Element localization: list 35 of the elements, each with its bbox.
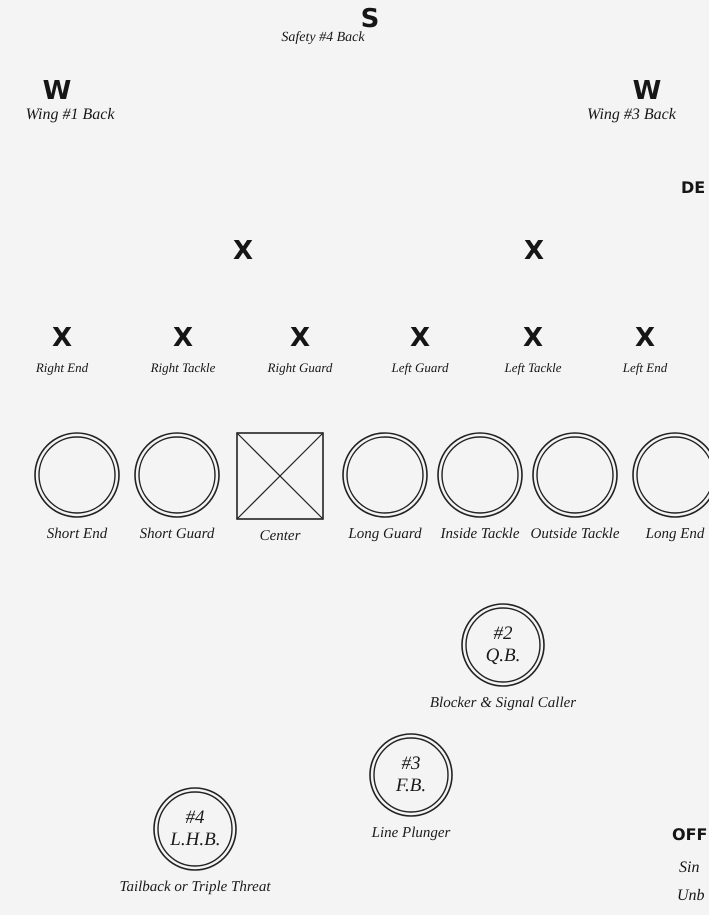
position-label: Sin [679, 858, 700, 878]
player-mark: X [634, 323, 656, 354]
position-label: Short Guard [140, 526, 214, 543]
position-label: Center [260, 528, 300, 545]
player-mark: X [410, 323, 430, 354]
position-label: Wing #3 Back [587, 105, 676, 124]
player-number: #4 L.H.B. [170, 807, 220, 851]
player-mark: X [52, 323, 72, 354]
player-number: #2 Q.B. [484, 623, 522, 667]
position-label: Right Guard [268, 360, 332, 376]
player-number: #3 F.B. [394, 753, 428, 797]
player-mark: W [42, 76, 72, 108]
player-mark: X [522, 323, 544, 354]
player-mark: W [632, 76, 662, 108]
position-label: Right Tackle [150, 360, 216, 376]
position-label: Line Plunger [372, 825, 450, 842]
player-mark: X [172, 323, 194, 354]
position-label: Left Tackle [504, 360, 562, 376]
player-mark: X [290, 323, 310, 354]
position-label: Right End [36, 360, 88, 376]
player-mark: X [524, 236, 544, 268]
position-label: Wing #1 Back [26, 105, 114, 124]
heading-text: OFF [672, 825, 708, 844]
position-label: Tailback or Triple Threat [120, 879, 270, 896]
player-mark: X [232, 236, 254, 268]
position-label: Left End [622, 360, 668, 376]
heading-text: DE [681, 178, 706, 198]
position-label: Unb [677, 886, 705, 906]
position-label: Inside Tackle [440, 526, 520, 543]
position-label: Long Guard [348, 526, 422, 543]
position-label: Blocker & Signal Caller [430, 695, 576, 712]
position-label: Short End [46, 526, 108, 543]
position-label: Outside Tackle [530, 526, 620, 543]
position-label: Long End [646, 526, 704, 543]
position-label: Left Guard [392, 360, 448, 376]
